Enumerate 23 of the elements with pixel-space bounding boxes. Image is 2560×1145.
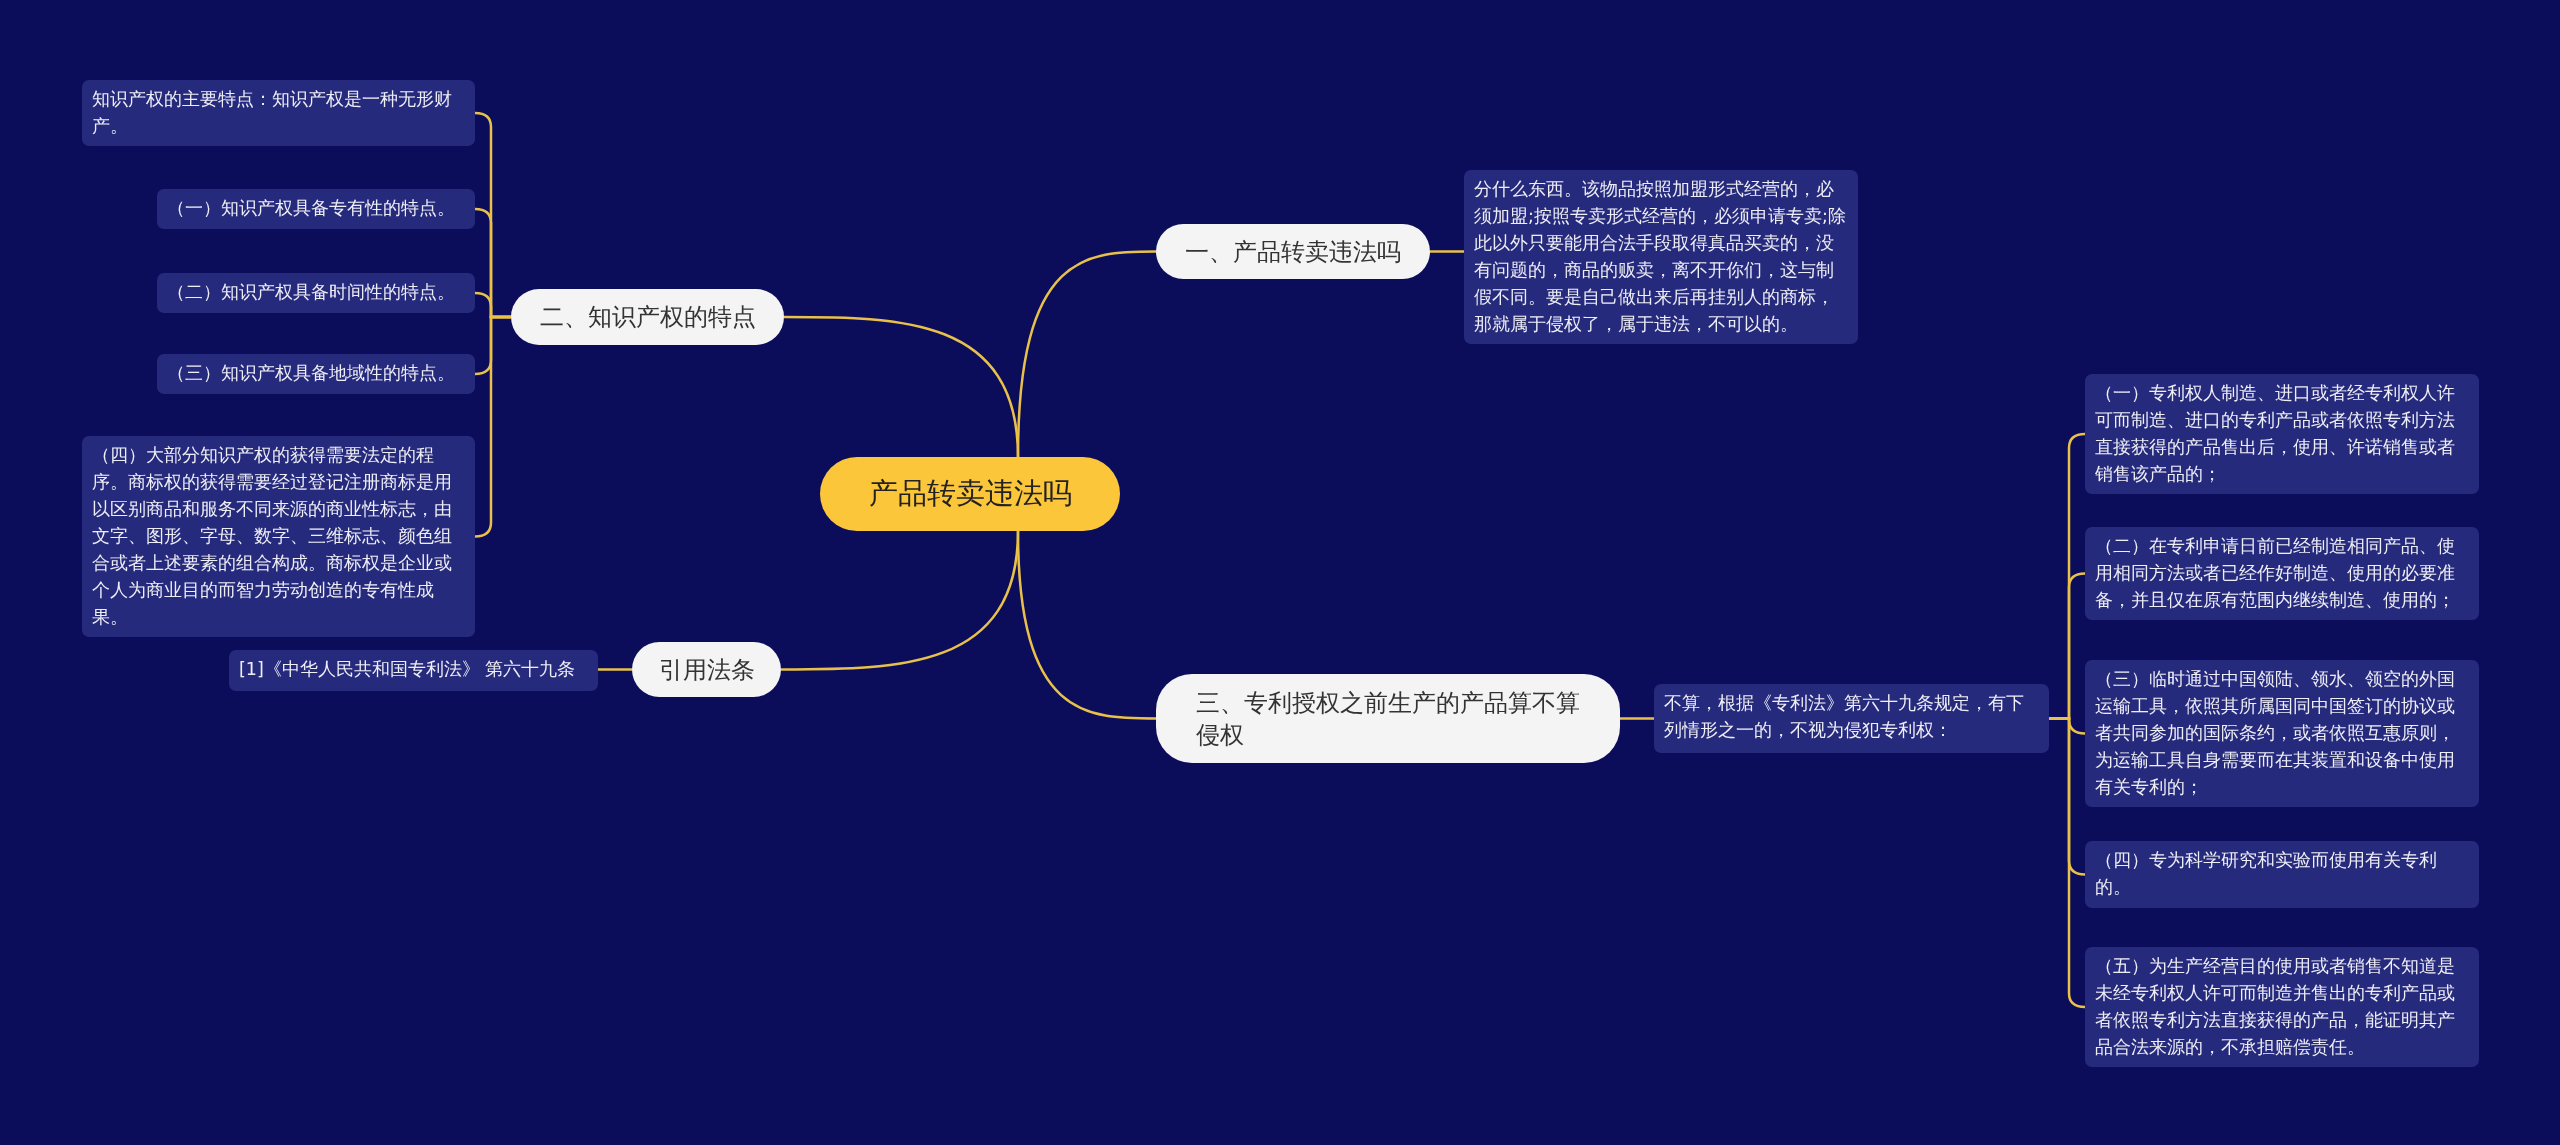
note-box: 知识产权的主要特点：知识产权是一种无形财产。 xyxy=(82,80,475,146)
connector-line xyxy=(784,315,1020,458)
connector-line xyxy=(1430,250,1464,253)
connector-line xyxy=(781,530,1020,671)
note-box: （三）知识产权具备地域性的特点。 xyxy=(157,354,475,394)
note-box: （二）知识产权具备时间性的特点。 xyxy=(157,273,475,313)
note-box: （四）专为科学研究和实验而使用有关专利的。 xyxy=(2085,841,2479,908)
note-box: （二）在专利申请日前已经制造相同产品、使用相同方法或者已经作好制造、使用的必要准备，并且仅在原有范围内继续制造、使用的； xyxy=(2085,527,2479,620)
connector-line xyxy=(598,668,632,671)
note-box: （四）大部分知识产权的获得需要法定的程序。商标权的获得需要经过登记注册商标是用以区别商品和服务不同来源的商业性标志，由文字、图形、字母、数字、三维标志、颜色组合或者上述要素的组合构成。商标权是企业或个人为商业目的而智力劳动创造的专有性成果。 xyxy=(82,436,475,637)
note-box: （五）为生产经营目的使用或者销售不知道是未经专利权人许可而制造并售出的专利产品或者依照专利方法直接获得的产品，能证明其产品合法来源的，不承担赔偿责任。 xyxy=(2085,947,2479,1067)
topic-pill: 引用法条 xyxy=(632,642,781,697)
note-box: [1]《中华人民共和国专利法》 第六十九条 xyxy=(229,650,598,691)
topic-pill: 二、知识产权的特点 xyxy=(511,289,784,345)
note-box: （一）专利权人制造、进口或者经专利权人许可而制造、进口的专利产品或者依照专利方法直接获得的产品售出后，使用、许诺销售或者销售该产品的； xyxy=(2085,374,2479,494)
note-box: 分什么东西。该物品按照加盟形式经营的，必须加盟;按照专卖形式经营的，必须申请专卖;除此以外只要能用合法手段取得真品买卖的，没有问题的，商品的贩卖，离不开你们，这与制假不同。要是自己做出来后再挂别人的商标，那就属于侵权了，属于违法，不可以的。 xyxy=(1464,170,1858,344)
connector-line xyxy=(1620,717,1654,720)
topic-pill: 一、产品转卖违法吗 xyxy=(1156,224,1430,279)
central-topic: 产品转卖违法吗 xyxy=(820,457,1120,531)
topic-pill: 三、专利授权之前生产的产品算不算侵权 xyxy=(1156,674,1620,763)
note-box: （三）临时通过中国领陆、领水、领空的外国运输工具，依照其所属国同中国签订的协议或者共同参加的国际条约，或者依照互惠原则，为运输工具自身需要而在其装置和设备中使用有关专利的； xyxy=(2085,660,2479,807)
note-box: 不算，根据《专利法》第六十九条规定，有下列情形之一的，不视为侵犯专利权： xyxy=(1654,684,2049,753)
note-box: （一）知识产权具备专有性的特点。 xyxy=(157,189,475,229)
